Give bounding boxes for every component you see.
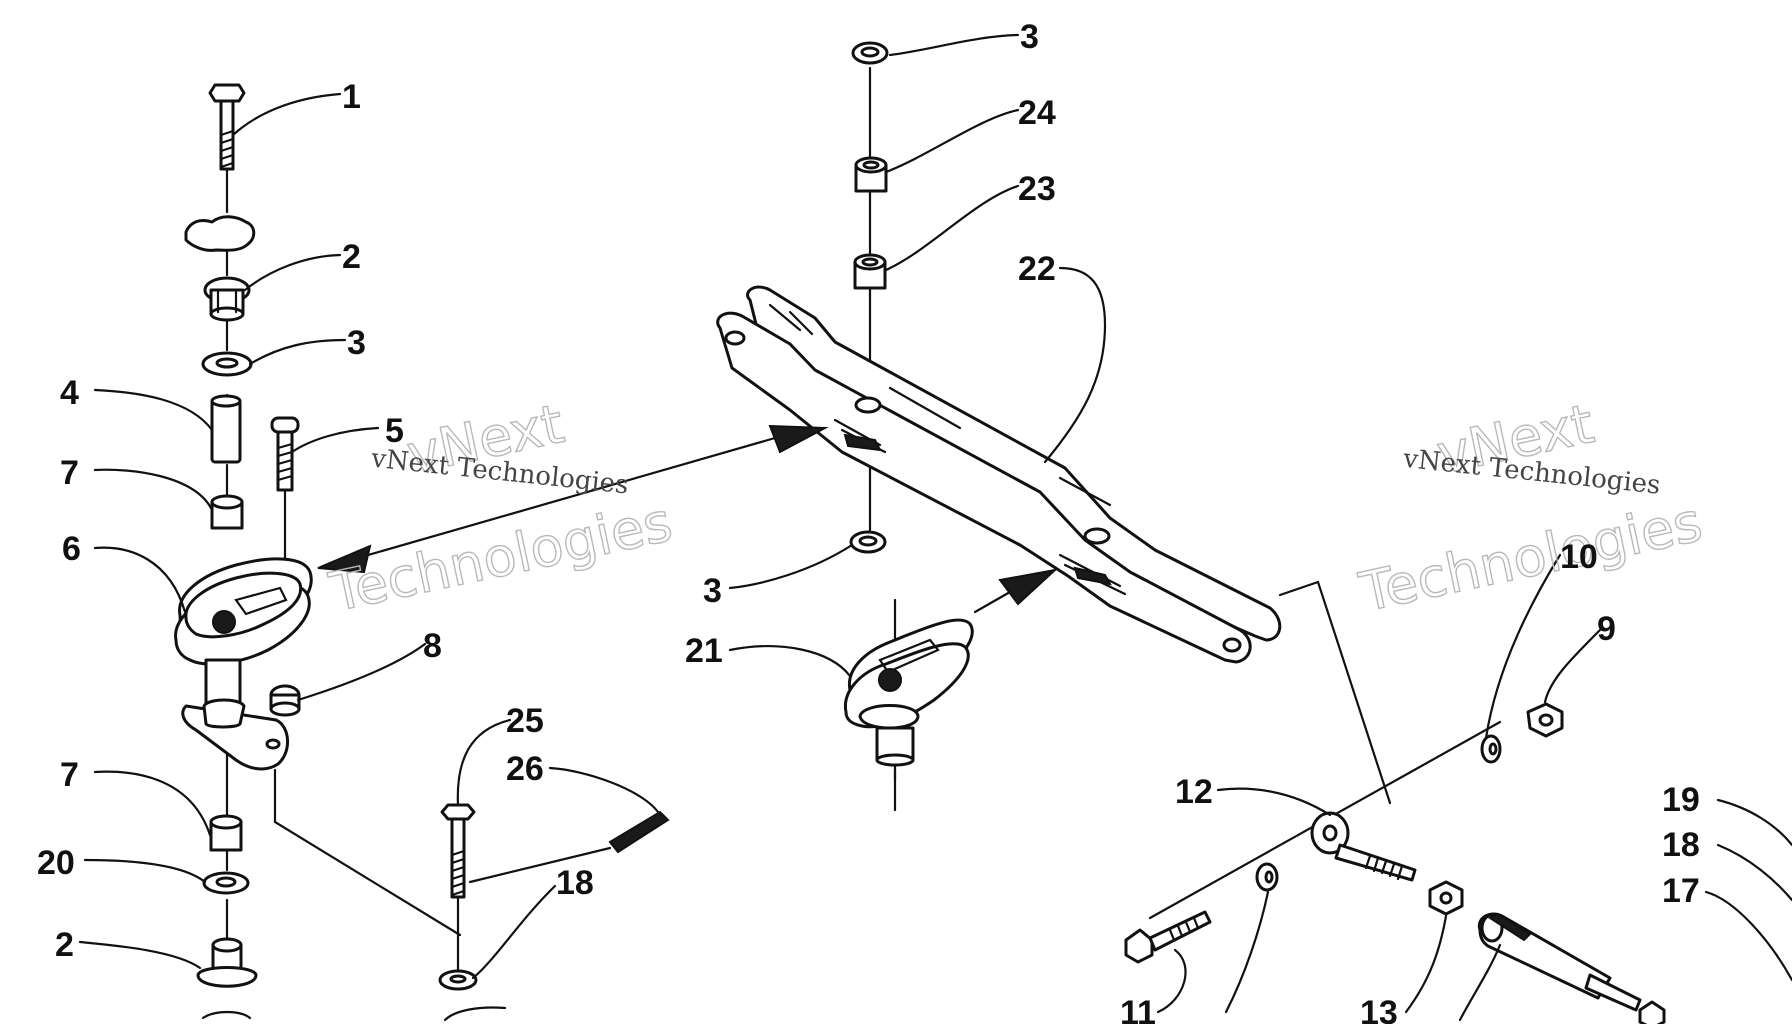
gasket-plate: [184, 215, 256, 252]
spacer-part-7-bottom: [209, 814, 243, 852]
right-assembly: [1124, 580, 1666, 1024]
washer-part-12-lower: [1255, 862, 1279, 892]
spacer-part-7-top: [210, 494, 244, 530]
washer-part-10: [1480, 734, 1502, 764]
callout-2-bottom: 2: [55, 926, 74, 964]
callout-1: 1: [342, 78, 361, 116]
callout-17: 17: [1662, 872, 1700, 910]
assembly-arrows: [317, 424, 1059, 614]
bolt-part-1: [208, 83, 246, 171]
callout-8: 8: [423, 627, 442, 665]
callout-3-left: 3: [347, 324, 366, 362]
nut-part-13: [1428, 880, 1464, 916]
callout-23: 23: [1018, 170, 1056, 208]
washer-part-3-left: [201, 351, 253, 377]
callout-7-top: 7: [60, 454, 79, 492]
bushing-part-24: [854, 156, 888, 193]
callout-10: 10: [1560, 538, 1598, 576]
washer-part-20: [202, 871, 250, 895]
callout-11: 11: [1120, 994, 1156, 1024]
callout-3-lower: 3: [703, 572, 722, 610]
screw-part-5: [270, 416, 300, 562]
watermark-name-left: Technologies: [324, 490, 677, 624]
center-assembly: [317, 41, 1282, 812]
callout-24: 24: [1018, 94, 1056, 132]
washer-part-3-lower: [849, 530, 887, 554]
callout-3-top: 3: [1020, 18, 1039, 56]
callout-19: 19: [1662, 781, 1700, 819]
callout-numbers: 1 2 3 4 5 7 6 8 7 20 2 25 26 18 3 24 23 …: [37, 18, 1700, 1024]
torque-arm-part-22: [716, 285, 1282, 664]
leader-lines: [78, 33, 1792, 1022]
sleeve-part-17: [1477, 912, 1642, 1012]
callout-12: 12: [1175, 773, 1213, 811]
bolt-part-11: [1124, 910, 1212, 964]
callout-20: 20: [37, 844, 75, 882]
callout-22: 22: [1018, 250, 1056, 288]
bolt-25-group: [438, 803, 670, 1022]
bushing-part-23: [853, 253, 887, 290]
callout-7-bottom: 7: [60, 756, 79, 794]
callout-18-left: 18: [556, 864, 594, 902]
engine-mount-part-6: [174, 557, 313, 771]
rod-end-part-12: [1310, 811, 1417, 882]
nut-part-2-bottom: [196, 937, 258, 988]
callout-25: 25: [506, 702, 544, 740]
left-assembly: [174, 83, 462, 1020]
callout-9: 9: [1597, 610, 1616, 648]
callout-5: 5: [385, 412, 404, 450]
nut-part-9: [1526, 702, 1564, 738]
callout-4: 4: [60, 374, 79, 412]
callout-21: 21: [685, 632, 723, 670]
bushing-part-4: [210, 394, 242, 464]
watermark-name-right: Technologies: [1354, 490, 1707, 624]
engine-mount-part-21: [843, 618, 974, 767]
callout-6: 6: [62, 530, 81, 568]
callout-2-top: 2: [342, 238, 361, 276]
watermark-left: vNext Technologies vNext Technologies: [323, 391, 678, 625]
washer-part-3-top: [851, 41, 889, 65]
callout-13: 13: [1360, 994, 1398, 1024]
nut-part-8: [269, 684, 301, 717]
callout-26: 26: [506, 750, 544, 788]
nut-part-2-top: [203, 276, 251, 322]
callout-18-right: 18: [1662, 826, 1700, 864]
watermark-right: vNext Technologies vNext Technologies: [1353, 391, 1708, 625]
